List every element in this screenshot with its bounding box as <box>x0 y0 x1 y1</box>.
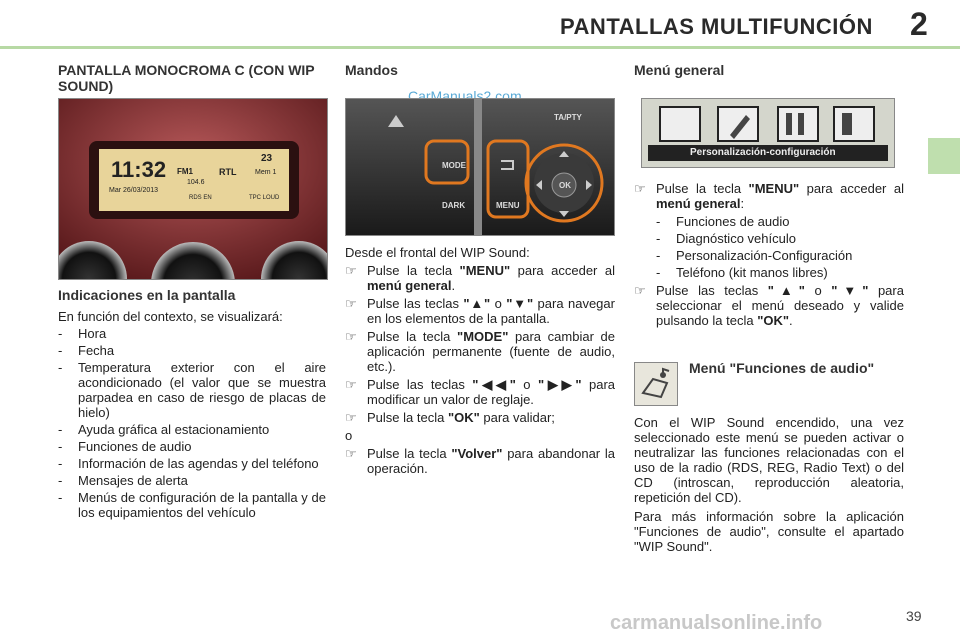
list-item: -Ayuda gráfica al estacionamiento <box>58 422 270 437</box>
display-rds: RDS EN <box>189 195 212 201</box>
display-temp: 23 <box>261 153 273 164</box>
footer-watermark: carmanualsonline.info <box>610 612 823 634</box>
display-band: FM1 <box>177 167 193 176</box>
display-freq: 104.6 <box>187 179 205 186</box>
controls-intro: Desde el frontal del WIP Sound: <box>345 245 530 260</box>
menu-list: -Funciones de audio -Diagnóstico vehículo… <box>634 214 904 280</box>
list-item: ☞Pulse las teclas "▲" o "▼" para navegar… <box>345 296 615 326</box>
list-item: -Información de las agendas y del teléfo… <box>58 456 319 471</box>
display-time: 11:32 <box>111 157 167 182</box>
section-heading: Mandos <box>345 62 398 78</box>
mode-key-label: MODE <box>442 161 466 170</box>
page-number: 39 <box>906 608 922 624</box>
list-item: -Teléfono (kit manos libres) <box>656 265 828 280</box>
list-item: -Diagnóstico vehículo <box>656 231 796 246</box>
display-indications: Indicaciones en la pantalla En función d… <box>58 287 326 522</box>
list-item: -Temperatura exterior con el aire acondi… <box>58 360 326 420</box>
section-heading: Menú general <box>634 62 725 78</box>
dark-key-label: DARK <box>442 201 466 210</box>
column-controls: Mandos <box>345 62 615 78</box>
subsection-heading: Indicaciones en la pantalla <box>58 287 236 303</box>
audio-menu-heading: Menú "Funciones de audio" <box>689 360 889 376</box>
page-title: PANTALLAS MULTIFUNCIÓN <box>560 14 873 39</box>
list-item: ☞Pulse la tecla "OK" para validar; <box>345 410 555 425</box>
display-tpc: TPC LOUD <box>249 195 280 201</box>
menu-instructions: ☞Pulse la tecla "MENU" para acceder al m… <box>634 178 904 331</box>
list-item: -Mensajes de alerta <box>58 473 188 488</box>
paragraph: Con el WIP Sound encendido, una vez sele… <box>634 415 904 505</box>
list-item: ☞Pulse la tecla "MENU" para acceder al m… <box>345 263 615 293</box>
column-menu: Menú general <box>634 62 904 78</box>
or-text: o <box>345 428 353 443</box>
chapter-number: 2 <box>910 6 928 42</box>
section-heading: PANTALLA MONOCROMA C (CON WIP SOUND) <box>58 62 315 94</box>
list-item: -Funciones de audio <box>58 439 192 454</box>
list-item: ☞Pulse la tecla "MODE" para cambiar de a… <box>345 329 615 374</box>
dashboard-display-image: 11:32 FM1 RTL Mem 1 23 104.6 Mar 26/03/2… <box>58 98 328 280</box>
list-item: -Hora <box>58 326 107 341</box>
list-item: ☞Pulse las teclas "▲" o "▼" para selecci… <box>634 283 904 328</box>
intro-text: En función del contexto, se visualizará: <box>58 309 283 324</box>
indications-list: -Hora -Fecha -Temperatura exterior con el … <box>58 326 326 520</box>
audio-menu-text: Con el WIP Sound encendido, una vez sele… <box>634 415 904 554</box>
ta-key-label: TA/PTY <box>554 113 582 122</box>
column-display: PANTALLA MONOCROMA C (CON WIP SOUND) <box>58 62 328 94</box>
menu-screen-label: Personalización-configuración <box>690 147 836 158</box>
audio-functions-icon <box>634 362 678 406</box>
chapter-tab <box>928 138 960 174</box>
list-item: -Menús de configuración de la pantalla y… <box>58 490 326 520</box>
menu-key-label: MENU <box>496 201 520 210</box>
menu-screen-image: Personalización-configuración <box>641 98 895 168</box>
header-rule <box>0 46 960 49</box>
list-item: -Personalización-Configuración <box>656 248 853 263</box>
list-item: -Funciones de audio <box>656 214 790 229</box>
display-mem: Mem 1 <box>255 169 277 176</box>
ok-key-label: OK <box>559 181 571 190</box>
list-item: ☞Pulse la tecla "Volver" para abandonar … <box>345 446 615 476</box>
display-radio: RTL <box>219 167 237 177</box>
control-panel-image: MODE DARK MENU OK TA/PTY <box>345 98 615 236</box>
controls-instructions: Desde el frontal del WIP Sound: ☞Pulse l… <box>345 245 615 479</box>
paragraph: Para más información sobre la aplicación… <box>634 509 904 554</box>
display-date: Mar 26/03/2013 <box>109 187 159 194</box>
list-item: ☞Pulse la tecla "MENU" para acceder al m… <box>634 181 904 211</box>
list-item: -Fecha <box>58 343 115 358</box>
list-item: ☞Pulse las teclas "◀◀" o "▶▶" para modif… <box>345 377 615 407</box>
subsection-heading: Menú "Funciones de audio" <box>689 360 875 376</box>
